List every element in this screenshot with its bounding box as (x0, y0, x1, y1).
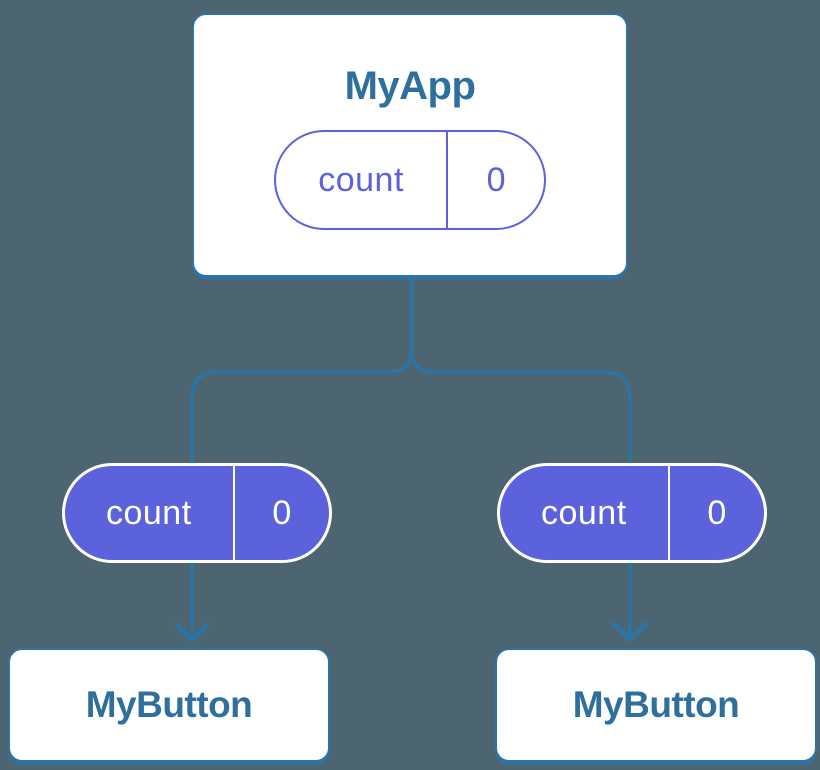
connector-right-branch (409, 274, 632, 636)
state-pill-left: count 0 (62, 463, 332, 563)
state-pill-myapp: count 0 (274, 130, 546, 230)
state-pill-right: count 0 (497, 463, 767, 563)
state-label: count (540, 493, 627, 532)
state-value: 0 (232, 466, 329, 560)
node-mybutton-right-title: MyButton (572, 683, 740, 725)
node-mybutton-left: MyButton (8, 648, 330, 762)
connector-left-branch (190, 274, 414, 636)
node-myapp-title: MyApp (344, 64, 476, 108)
node-mybutton-right: MyButton (495, 648, 817, 762)
node-myapp: MyApp count 0 (192, 13, 628, 277)
state-value: 0 (667, 466, 764, 560)
state-label: count (318, 160, 404, 199)
node-mybutton-left-title: MyButton (85, 683, 253, 725)
arrow-down-icon (173, 621, 211, 643)
state-value: 0 (446, 132, 544, 228)
state-label: count (105, 493, 192, 532)
arrow-down-icon (611, 621, 649, 643)
